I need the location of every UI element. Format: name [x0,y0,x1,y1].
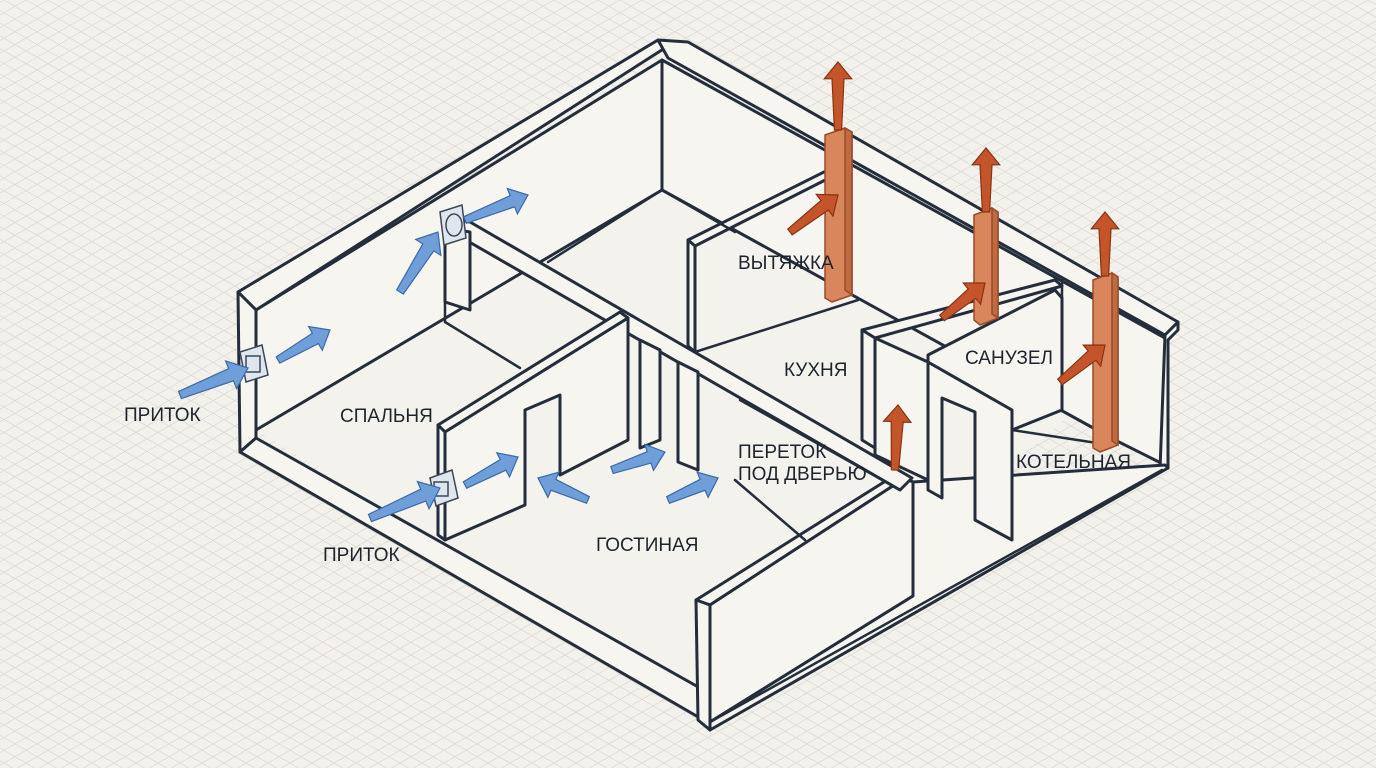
label-door-overflow: ПЕРЕТОК ПОД ДВЕРЬЮ [738,442,867,485]
label-kitchen: КУХНЯ [784,360,848,381]
bedroom-back-floor-line [546,188,664,264]
blue-arrow-icon [395,231,442,295]
front-wall-baseline [708,468,1164,724]
red-arrow-icon [971,147,1001,213]
label-inflow-bottom: ПРИТОК [323,545,400,566]
red-arrow-icon [882,404,913,471]
blue-arrow-icon [462,187,529,225]
label-boiler-room: КОТЕЛЬНАЯ [1016,452,1131,473]
blue-arrow-icon [610,443,666,475]
living-wall-line [738,398,902,492]
kitchen-floor-line [693,298,860,354]
label-bathroom: САНУЗЕЛ [965,348,1053,369]
front-wall-end [694,598,712,732]
blue-arrow-icon [537,471,591,505]
kitchen-wall-end [686,238,697,354]
bath-back-face [926,288,1064,432]
blue-arrow-icon [275,325,331,364]
red-arrow-icon [823,61,853,131]
wall-vent-icon [439,204,467,246]
wall-vent-icon [239,344,269,383]
living-floor-line [733,478,807,542]
red-arrow-icon [786,193,839,236]
exhaust-duct-kitchen [824,126,853,303]
living-door-post-2 [676,360,700,472]
blue-arrow-icon [665,471,719,505]
label-inflow-left: ПРИТОК [124,405,201,426]
red-arrow-icon [938,282,986,322]
blue-arrow-icon [367,480,441,523]
blue-arrow-icon [177,359,249,400]
label-exhaust: ВЫТЯЖКА [738,253,834,274]
bath-wall-end [860,328,877,450]
blue-arrow-icon [462,451,519,489]
red-arrow-icon [1056,344,1106,386]
living-door-post-1 [638,338,662,450]
partition-line-b [443,320,522,370]
kitchen-back-floor-line [660,188,737,234]
exhaust-duct-boiler [1092,271,1119,453]
exhaust-duct-bathroom [973,206,999,326]
label-living-room: ГОСТИНАЯ [596,535,699,556]
bath-wall-front-face [926,360,1014,542]
red-arrow-icon [1090,211,1120,277]
label-bedroom: СПАЛЬНЯ [340,406,433,427]
bedroom-inner-wall-face [443,316,630,542]
